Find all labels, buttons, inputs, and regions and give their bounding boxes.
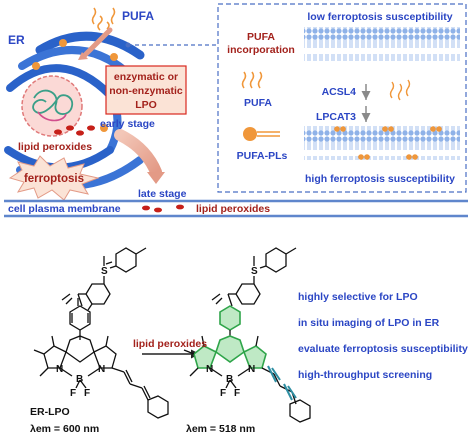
b-right: B: [226, 374, 233, 385]
top-panel: PUFA ER enzymatic or non-enzymatic LPO e…: [4, 7, 468, 218]
pufa-incorporation-line1: PUFA: [247, 31, 275, 43]
n-right-2: N: [248, 364, 255, 375]
s-right: S: [251, 266, 258, 277]
legend-pufa-icon: [241, 71, 263, 89]
f-right-2: F: [234, 388, 240, 399]
enzyme-acsl4: ACSL4: [322, 86, 357, 98]
f-left-1: F: [70, 388, 76, 399]
legend-pufa-label: PUFA: [244, 97, 272, 109]
pufa-squiggles-right: [389, 79, 411, 101]
feature-item: high-throughput screening: [298, 369, 432, 381]
ferroptosis-label: ferroptosis: [24, 173, 84, 185]
feature-item: highly selective for LPO: [298, 291, 418, 303]
late-stage-label: late stage: [138, 188, 187, 200]
n-right-1: N: [206, 364, 213, 375]
high-susceptibility-label: high ferroptosis susceptibility: [305, 173, 455, 185]
er-pufa-dots: [32, 39, 118, 132]
n-left-1: N: [56, 364, 63, 375]
lipid-peroxide-dots-membrane: [142, 204, 184, 213]
atom-labels: S N N B F F S N N B F F: [56, 266, 258, 399]
probe-molecule-left: [33, 247, 169, 419]
lipid-peroxides-left-label: lipid peroxides: [18, 141, 92, 153]
s-left: S: [101, 266, 108, 277]
lipid-peroxide-dots-er: [54, 125, 95, 136]
low-susceptibility-label: low ferroptosis susceptibility: [307, 11, 452, 23]
n-left-2: N: [98, 364, 105, 375]
feature-list: highly selective for LPO in situ imaging…: [298, 291, 468, 381]
enzymatic-line3: LPO: [135, 99, 157, 111]
early-stage-label: early stage: [100, 118, 155, 130]
probe-emission: λem = 600 nm: [30, 423, 99, 435]
er-to-ferroptosis-arrow: [114, 129, 162, 178]
incorporated-pufa-pls: [334, 126, 442, 160]
enzymatic-line1: enzymatic or: [114, 71, 178, 83]
f-right-1: F: [220, 388, 226, 399]
pufa-squiggles-top: [91, 7, 116, 31]
pufa-incorporation-line2: incorporation: [227, 44, 295, 56]
enzyme-lpcat3: LPCAT3: [316, 111, 356, 123]
enzymatic-line2: non-enzymatic: [109, 85, 183, 97]
product-molecule-right: [183, 247, 311, 423]
lipid-peroxides-bottom-label: lipid peroxides: [196, 203, 270, 215]
legend-pufa-pl-label: PUFA-PLs: [237, 150, 288, 162]
feature-item: in situ imaging of LPO in ER: [298, 317, 440, 329]
enzymatic-lpo-box: [105, 65, 187, 115]
nucleus: [21, 75, 83, 137]
bilayer-bottom: [304, 126, 460, 160]
reagent-label: lipid peroxides: [133, 338, 207, 350]
reaction-scheme: [33, 247, 311, 423]
probe-name: ER-LPO: [30, 406, 70, 418]
dashed-box: low ferroptosis susceptibility PUFA inco…: [217, 3, 467, 193]
product-emission: λem = 518 nm: [186, 423, 255, 435]
pufa-top-label: PUFA: [122, 9, 154, 23]
legend-pufa-pl-icon: [243, 127, 280, 141]
bilayer-top: [304, 27, 460, 61]
er-label: ER: [8, 33, 25, 47]
b-left: B: [76, 374, 83, 385]
ferroptosis-burst: [8, 155, 100, 201]
feature-item: evaluate ferroptosis susceptibility: [298, 343, 468, 355]
f-left-2: F: [84, 388, 90, 399]
cell-plasma-membrane-label: cell plasma membrane: [8, 203, 121, 215]
pufa-to-er-arrow: [81, 27, 113, 59]
